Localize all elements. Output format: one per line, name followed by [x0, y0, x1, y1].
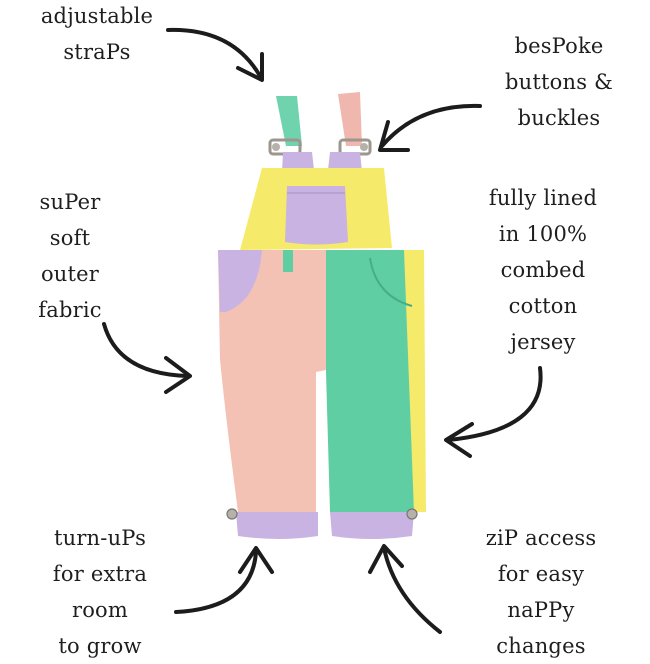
cuff-right [330, 512, 414, 539]
annotation-line: buckles [517, 106, 601, 130]
annotation-line: to grow [58, 634, 142, 658]
arrow-lining [444, 366, 543, 458]
arrow-turnups [174, 546, 274, 614]
strap-base-right [328, 152, 362, 172]
side-panel [404, 250, 426, 512]
annotation-line: turn-uPs [53, 526, 147, 550]
annotation-line: adjustable [40, 4, 154, 28]
leg-left [218, 250, 326, 512]
belt-loop [283, 250, 293, 272]
arrow-straps [166, 27, 264, 82]
annotation-line: cotton [508, 294, 578, 318]
annotation-line: room [71, 598, 129, 622]
strap-left [276, 96, 302, 146]
arrow-buttons [378, 103, 482, 152]
cuff-button-left [226, 508, 238, 520]
product-infographic: adjustable straPs besPoke buttons & buck… [10, 0, 638, 658]
pocket-right [369, 257, 413, 307]
overalls-illustration [102, 27, 543, 634]
annotation-line: changes [496, 634, 586, 658]
annotation-bespoke-buttons: besPoke buttons & buckles [484, 28, 634, 136]
annotation-line: fully lined [488, 186, 598, 210]
annotation-line: ziP access [485, 526, 597, 550]
annotation-line: in 100% [498, 222, 588, 246]
strap-base-left [282, 152, 314, 172]
annotation-line: combed [500, 258, 586, 282]
annotation-line: straPs [63, 40, 131, 64]
annotation-line: soft [49, 226, 91, 250]
annotation-line: jersey [510, 330, 576, 354]
arrow-zip [368, 544, 442, 634]
annotation-line: suPer [39, 190, 101, 214]
annotation-adjustable-straps: adjustable straPs [22, 0, 172, 70]
annotation-line: for extra [52, 562, 148, 586]
cuff-button-right [406, 508, 418, 520]
annotation-line: besPoke [514, 34, 604, 58]
annotation-line: fabric [38, 298, 102, 322]
strap-right [338, 92, 362, 146]
cuff-left [236, 512, 318, 539]
arrow-fabric [102, 322, 192, 394]
annotation-turn-ups: turn-uPs for extra room to grow [20, 520, 180, 664]
bib-pocket [285, 186, 348, 245]
annotation-line: outer [40, 262, 100, 286]
annotation-line: buttons & [505, 70, 613, 94]
annotation-zip-access: ziP access for easy naPPy changes [446, 520, 636, 664]
annotation-line: naPPy [507, 598, 575, 622]
annotation-fully-lined: fully lined in 100% combed cotton jersey [448, 180, 638, 360]
annotation-line: for easy [497, 562, 585, 586]
leg-right [326, 250, 414, 512]
annotation-super-soft-fabric: suPer soft outer fabric [10, 184, 130, 328]
pocket-left [218, 250, 262, 312]
